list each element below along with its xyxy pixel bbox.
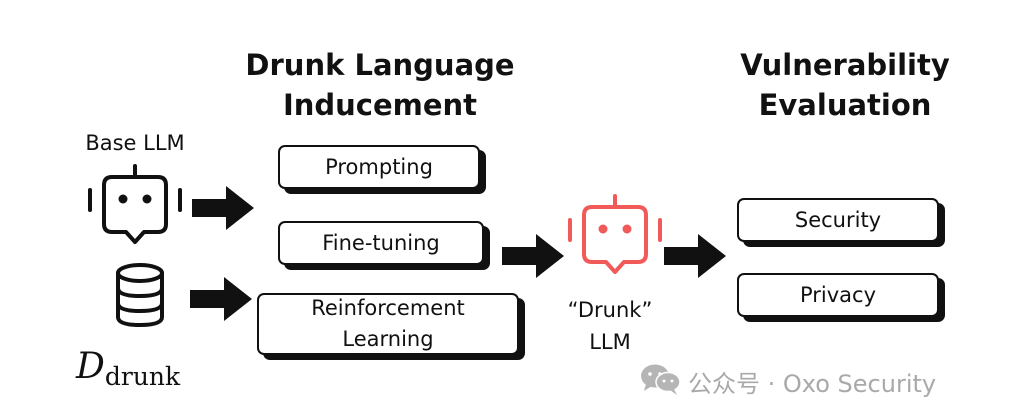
base-llm-label: Base LLM <box>85 131 185 155</box>
heading-inducement: Drunk Language Inducement <box>245 48 515 122</box>
dataset-subscript: drunk <box>104 362 181 391</box>
robot-icon <box>568 194 662 274</box>
arrow-dataset-to-methods <box>190 277 252 321</box>
evaluation-privacy: Privacy <box>737 273 939 317</box>
heading-evaluation: Vulnerability Evaluation <box>740 48 950 122</box>
arrow-base-to-methods <box>192 186 254 230</box>
robot-icon <box>88 164 182 244</box>
arrow-drunk-llm-to-evaluation <box>664 234 726 278</box>
method-reinforcement-learning: Reinforcement Learning <box>257 293 519 355</box>
method-fine-tuning: Fine-tuning <box>278 221 484 265</box>
database-icon <box>116 263 164 328</box>
method-prompting: Prompting <box>278 145 480 189</box>
watermark-text: 公众号 · Oxo Security <box>688 370 937 398</box>
arrow-methods-to-drunk-llm <box>502 234 564 278</box>
wechat-icon <box>641 364 681 395</box>
dataset-label: Ddrunk <box>76 346 216 396</box>
dataset-symbol: D <box>76 346 105 387</box>
drunk-llm-label: “Drunk” LLM <box>567 298 653 354</box>
evaluation-security: Security <box>737 198 939 242</box>
